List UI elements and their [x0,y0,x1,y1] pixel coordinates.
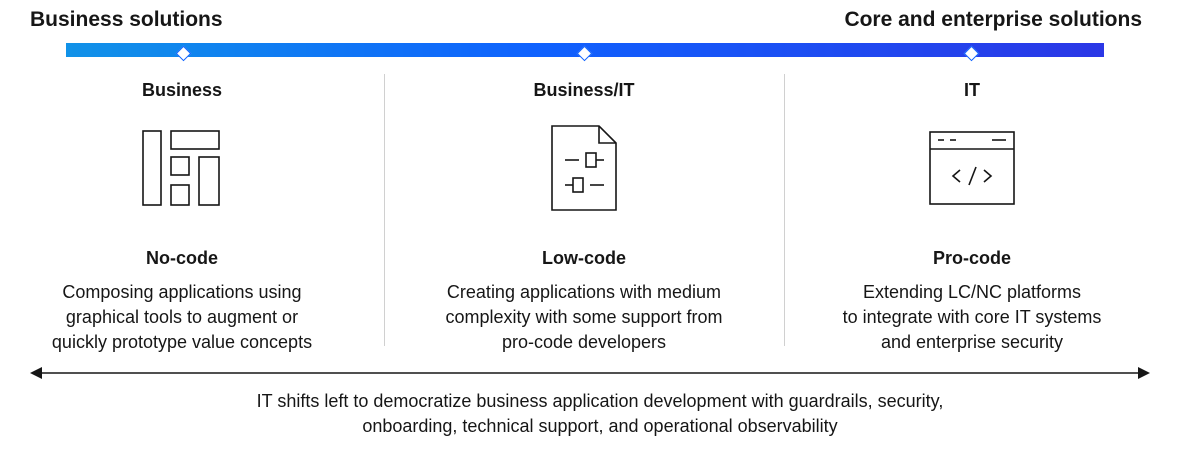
layout-blocks-icon [142,130,220,206]
column-business: Business No-code Composing applications … [2,78,362,355]
column-mode: No-code [146,248,218,268]
header-left-label: Business solutions [30,8,223,31]
column-mode: Pro-code [932,248,1011,268]
document-flow-icon [551,125,617,211]
column-heading: Business [141,80,223,100]
column-it: IT Pro-code Extending LC/NC platforms to… [792,78,1152,355]
column-divider [784,74,785,346]
column-description: Extending LC/NC platforms to integrate w… [842,282,1102,352]
column-mode: Low-code [542,248,626,268]
column-business-it: Business/IT Low-code Creating applicatio… [404,78,764,355]
column-divider [384,74,385,346]
column-description: Composing applications using graphical t… [51,282,313,352]
column-description: Creating applications with medium comple… [445,282,723,352]
code-window-icon [929,131,1015,205]
column-heading: Business/IT [533,80,635,100]
column-heading: IT [964,80,980,100]
footer-text: IT shifts left to democratize business a… [256,391,944,436]
header-right-label: Core and enterprise solutions [844,8,1142,31]
double-arrow-icon [30,367,1150,379]
